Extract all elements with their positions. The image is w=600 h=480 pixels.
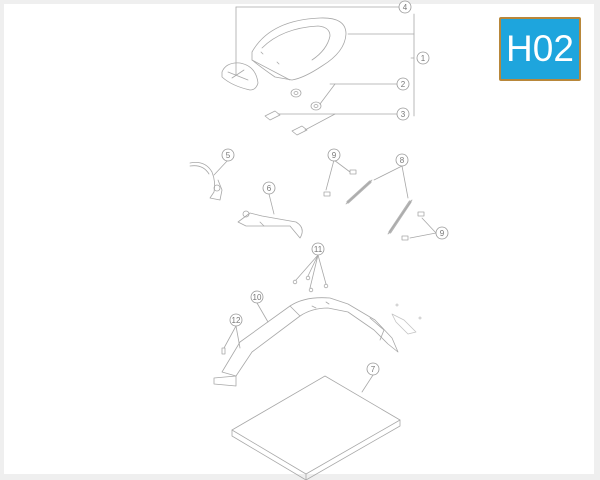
callout-8: 8 (395, 153, 409, 167)
foam-panel-part (231, 374, 401, 480)
link-rod-part (345, 165, 413, 235)
fastener-part (221, 325, 241, 355)
callout-4: 4 (398, 0, 412, 14)
svg-text:9: 9 (440, 229, 445, 238)
callout-9-lower: 9 (435, 226, 449, 240)
svg-text:3: 3 (401, 110, 406, 119)
callout-3: 3 (396, 107, 410, 121)
callout-6: 6 (262, 181, 276, 195)
brake-lever-part (237, 193, 303, 239)
svg-text:10: 10 (253, 293, 262, 302)
callout-9-upper: 9 (327, 148, 341, 162)
diagram-frame (4, 4, 594, 474)
bracket-part (391, 303, 422, 335)
screw-part (292, 254, 329, 293)
group-1-leader-lines (235, 6, 415, 131)
svg-text:6: 6 (267, 184, 272, 193)
svg-text:1: 1 (421, 54, 426, 63)
seat-cowl-part (251, 17, 347, 81)
svg-text:9: 9 (332, 151, 337, 160)
diagram-code-badge: H02 (499, 17, 581, 81)
callout-5: 5 (221, 148, 235, 162)
callout-12: 12 (229, 313, 243, 327)
svg-text:4: 4 (403, 3, 408, 12)
svg-text:12: 12 (232, 316, 241, 325)
callout-7: 7 (366, 362, 380, 376)
svg-text:2: 2 (401, 80, 406, 89)
callout-11: 11 (311, 242, 325, 256)
bolt-part (323, 159, 437, 241)
rear-subframe-part (213, 297, 399, 387)
emblem-cap-part (221, 62, 259, 91)
callout-labels: 4 1 2 3 5 9 8 6 9 11 10 12 7 (221, 0, 449, 376)
callout-2: 2 (396, 77, 410, 91)
clip-part (264, 110, 308, 136)
svg-text:11: 11 (314, 245, 323, 254)
svg-text:5: 5 (226, 151, 231, 160)
clutch-lever-part (189, 159, 229, 201)
callout-1: 1 (416, 51, 430, 65)
grommet-part (290, 88, 322, 111)
svg-text:7: 7 (371, 365, 376, 374)
svg-text:8: 8 (400, 156, 405, 165)
callout-10: 10 (250, 290, 264, 304)
